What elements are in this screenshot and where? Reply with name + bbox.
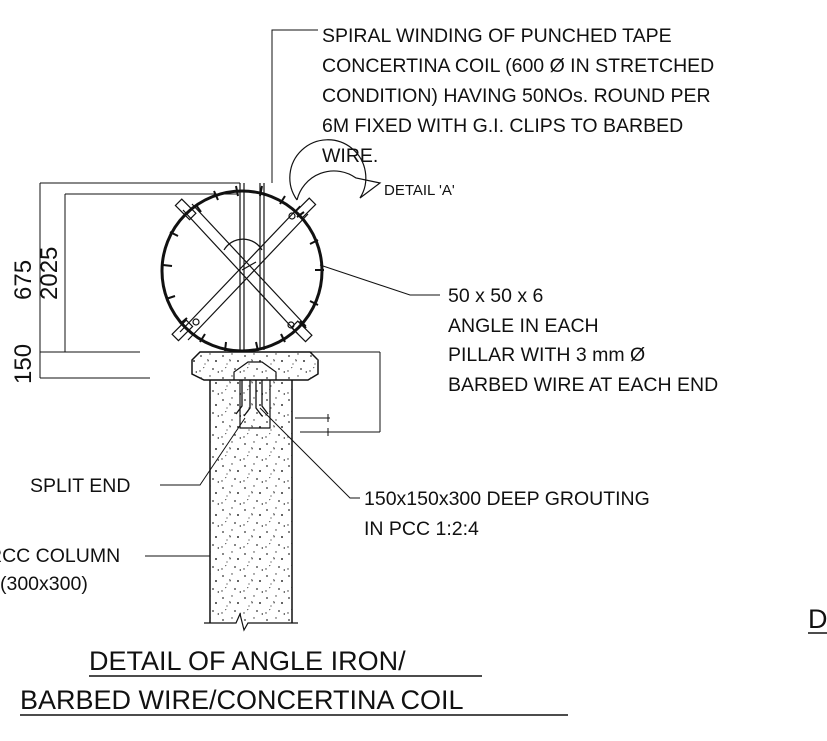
concertina-coil — [160, 183, 324, 353]
angle-note-line-4: BARBED WIRE AT EACH END — [448, 374, 718, 396]
drawing-title: DETAIL OF ANGLE IRON/ BARBED WIRE/CONCER… — [20, 646, 568, 716]
spiral-note-line-4: 6M FIXED WITH G.I. CLIPS TO BARBED — [322, 115, 683, 137]
edge-letter: D — [808, 604, 827, 634]
spiral-note: SPIRAL WINDING OF PUNCHED TAPE CONCERTIN… — [322, 25, 714, 167]
grouting-note-line-2: IN PCC 1:2:4 — [364, 518, 479, 540]
angle-note: 50 x 50 x 6 ANGLE IN EACH PILLAR WITH 3 … — [448, 285, 718, 396]
split-end-label: SPLIT END — [30, 475, 130, 497]
title-line-1: DETAIL OF ANGLE IRON/ — [89, 646, 406, 676]
pillar-cap — [191, 351, 319, 381]
grouting-note: 150x150x300 DEEP GROUTING IN PCC 1:2:4 — [364, 488, 650, 540]
rcc-column — [204, 361, 298, 632]
column-note-line-1: RCC COLUMN — [0, 545, 120, 567]
spiral-note-line-2: CONCERTINA COIL (600 Ø IN STRETCHED — [322, 55, 714, 77]
angle-note-line-2: ANGLE IN EACH — [448, 315, 599, 337]
dimension-2025: 2025 — [36, 247, 63, 300]
dimension-150: 150 — [10, 344, 37, 384]
grouting-note-line-1: 150x150x300 DEEP GROUTING — [364, 488, 650, 510]
detail-a-label: DETAIL 'A' — [384, 182, 455, 199]
column-note: RCC COLUMN (300x300) — [0, 545, 120, 595]
column-note-line-2: (300x300) — [0, 573, 88, 595]
dimension-lines — [39, 182, 381, 436]
detail-a-callout — [289, 139, 382, 201]
spiral-note-line-3: CONDITION) HAVING 50NOs. ROUND PER — [322, 85, 711, 107]
angle-note-line-3: PILLAR WITH 3 mm Ø — [448, 344, 645, 366]
spiral-note-line-5: WIRE. — [322, 145, 378, 167]
angle-note-line-1: 50 x 50 x 6 — [448, 285, 543, 307]
leader-lines — [145, 29, 440, 557]
center-post — [223, 183, 265, 350]
spiral-note-line-1: SPIRAL WINDING OF PUNCHED TAPE — [322, 25, 672, 47]
title-line-2: BARBED WIRE/CONCERTINA COIL — [20, 685, 464, 715]
dimension-675: 675 — [10, 260, 37, 300]
coil-clips — [162, 185, 324, 352]
